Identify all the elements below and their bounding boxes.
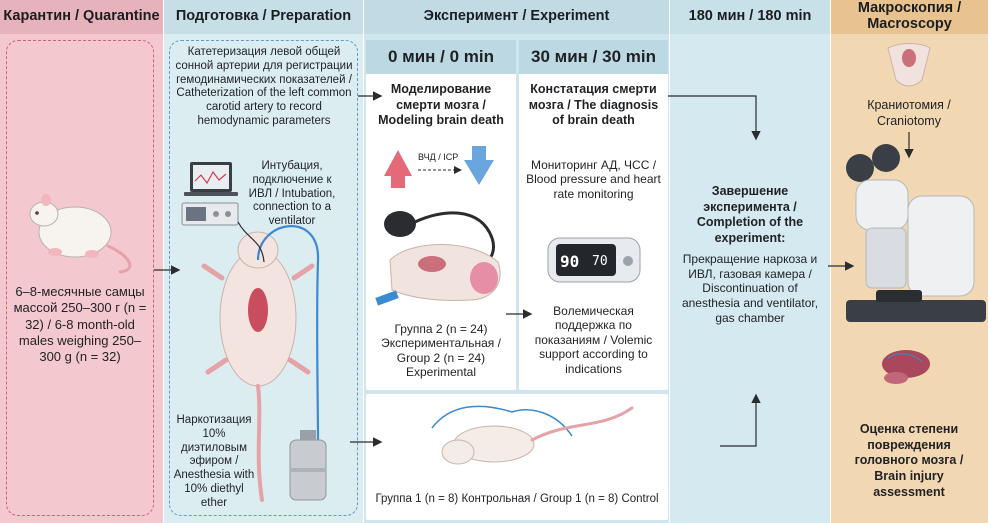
icp-up-arrow-icon (384, 150, 412, 188)
microscope-icon (846, 144, 986, 322)
header-preparation: Подготовка / Preparation (164, 0, 363, 34)
preparation-dashed-frame (169, 40, 358, 516)
ventilator-tube (256, 225, 320, 441)
completion-title: Завершение эксперимента / Completion of … (696, 184, 804, 245)
brain-icon (882, 350, 930, 384)
header-experiment: Эксперимент / Experiment (364, 0, 669, 34)
head-section-icon (375, 244, 501, 306)
catheter-line (237, 221, 265, 263)
icp-down-arrow-icon (464, 146, 494, 185)
oximeter-pr-value: 70 (592, 254, 608, 269)
diagnosis-brain-death-text: Констатация смерти мозга / The diagnosis… (528, 82, 659, 128)
subheader-30min: 30 мин / 30 min (519, 40, 668, 74)
control-rat-icon (431, 405, 634, 465)
header-quarantine: Карантин / Quarantine (0, 0, 163, 34)
subheader-0min: 0 мин / 0 min (366, 40, 516, 74)
quarantine-description: 6–8-месячные самцы массой 250–300 г (n =… (13, 284, 147, 364)
brain-injury-assessment-text: Оценка степени повреждения головного моз… (854, 422, 964, 499)
rat-topdown-icon (201, 231, 315, 502)
craniotomy-text: Краниотомия / Craniotomy (867, 98, 951, 128)
header-180min: 180 мин / 180 min (670, 0, 830, 34)
anesthesia-text: Наркотизация 10% диэтиловым эфиром / Ane… (173, 414, 255, 509)
group2-text: Группа 2 (n = 24) Экспериментальная / Gr… (381, 322, 501, 380)
quarantine-column (0, 0, 163, 523)
panel-30min (519, 40, 668, 390)
modeling-brain-death-text: Моделирование смерти мозга / Modeling br… (378, 82, 504, 128)
icp-label: ВЧД / ICP (418, 152, 459, 162)
oximeter-spo2-value: 90 (560, 252, 580, 271)
completion-column (670, 0, 830, 523)
flow-arrows (154, 91, 914, 447)
monitor-device-icon (181, 202, 239, 226)
completion-description: Прекращение наркоза и ИВЛ, газовая камер… (681, 252, 819, 325)
header-macroscopy: Макроскопия / Macroscopy (831, 0, 988, 34)
pulse-oximeter-icon (547, 237, 641, 283)
group1-text: Группа 1 (n = 8) Контрольная / Group 1 (… (375, 493, 659, 505)
skull-craniotomy-icon (887, 43, 931, 87)
volemic-support-text: Волемическая поддержка по показаниям / V… (534, 304, 653, 376)
catheterization-text: Катетеризация левой общей сонной артерии… (175, 46, 353, 127)
rat-icon (29, 194, 132, 274)
gas-cylinder-icon (289, 430, 327, 501)
laptop-icon (184, 162, 238, 196)
monitoring-text: Мониторинг АД, ЧСС / Blood pressure and … (526, 158, 661, 201)
quarantine-dashed-frame (6, 40, 154, 516)
intubation-text: Интубация, подключение к ИВЛ / Intubatio… (248, 160, 336, 228)
